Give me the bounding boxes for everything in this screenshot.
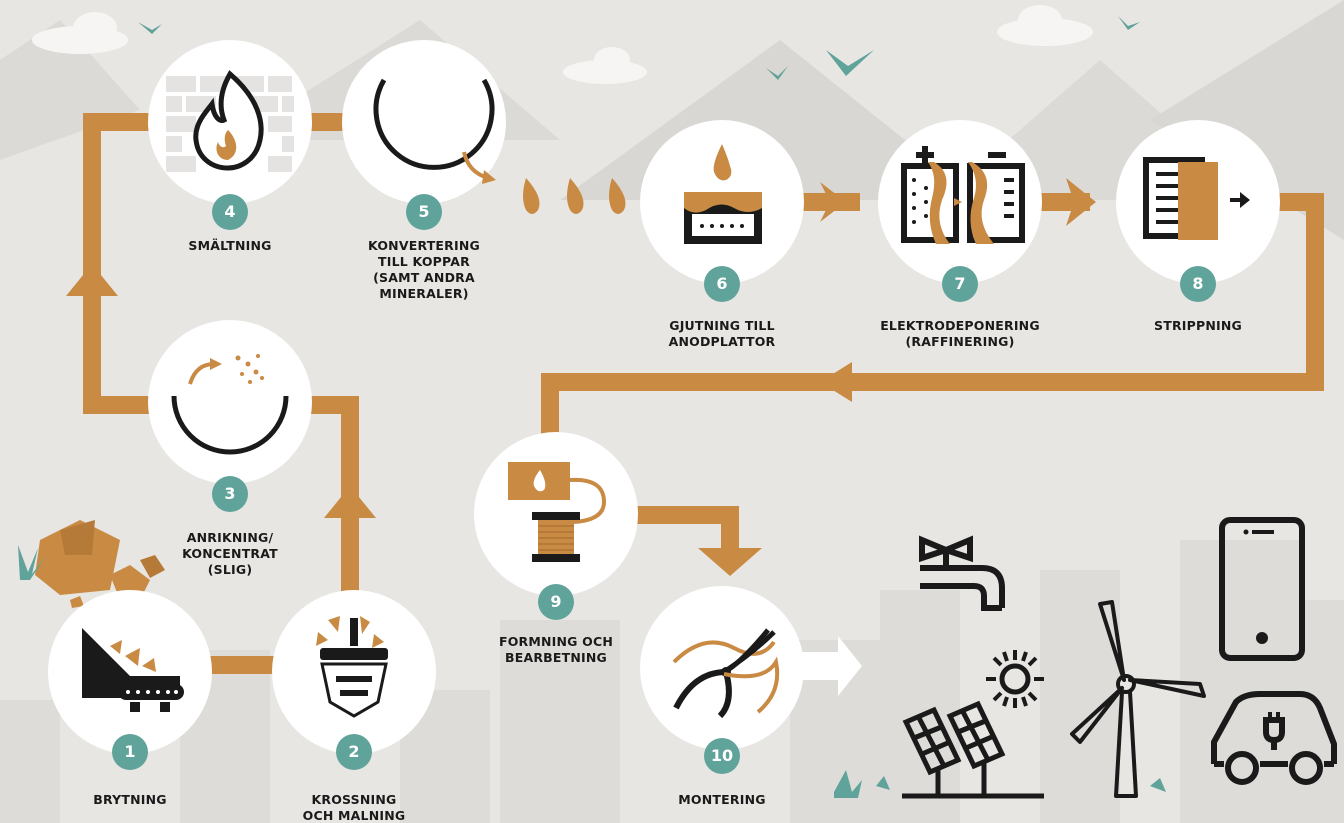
step-circle-9 xyxy=(474,432,638,596)
to-end-uses-arrow xyxy=(798,636,862,696)
step-circle-8 xyxy=(1116,120,1280,284)
step-circle-1 xyxy=(48,590,212,754)
step-label-3: ANRIKNING/ KONCENTRAT (SLIG) xyxy=(182,530,278,577)
step-number-9: 9 xyxy=(538,584,574,620)
converter-icon xyxy=(373,78,496,184)
birds xyxy=(138,16,1140,80)
step-number-4: 4 xyxy=(212,194,248,230)
step-number-5: 5 xyxy=(406,194,442,230)
crusher-icon xyxy=(316,616,388,718)
step-label-10: MONTERING xyxy=(678,792,766,807)
step-label-7: ELEKTRODEPONERING (RAFFINERING) xyxy=(880,318,1040,349)
step-circle-3 xyxy=(148,320,312,484)
step-label-8: STRIPPNING xyxy=(1154,318,1242,333)
step-circle-10 xyxy=(640,586,804,750)
flow-arrowheads xyxy=(66,178,1096,576)
casting-mold-icon xyxy=(684,144,762,244)
step-circle-7 xyxy=(878,120,1042,284)
step-label-1: BRYTNING xyxy=(93,792,167,807)
electric-car-icon xyxy=(1211,691,1337,785)
sun-icon xyxy=(986,650,1044,708)
mining-conveyor-icon xyxy=(82,628,184,712)
step-number-7: 7 xyxy=(942,266,978,302)
electrolysis-icon xyxy=(901,146,1025,244)
step-label-5: KONVERTERING TILL KOPPAR (SAMT ANDRA MIN… xyxy=(368,238,480,301)
water-tap-icon xyxy=(919,535,1005,611)
solar-panel-icon xyxy=(902,700,1044,799)
pliers-icon xyxy=(672,628,780,719)
copper-droplets xyxy=(523,178,626,214)
flame-icon xyxy=(166,70,294,172)
step-label-2: KROSSNING OCH MALNING xyxy=(302,792,406,823)
smartphone-icon xyxy=(1219,517,1305,661)
step-label-9: FORMNING OCH BEARBETNING xyxy=(498,634,614,665)
step-number-8: 8 xyxy=(1180,266,1216,302)
clouds xyxy=(32,5,1093,84)
step-number-6: 6 xyxy=(704,266,740,302)
step-circle-4 xyxy=(148,40,312,204)
wind-turbine-icon xyxy=(1070,600,1206,798)
stripping-icon xyxy=(1143,157,1250,240)
step-label-4: SMÄLTNING xyxy=(188,238,272,253)
grass-tufts xyxy=(18,545,1166,798)
step-number-1: 1 xyxy=(112,734,148,770)
step-label-6: GJUTNING TILL ANODPLATTOR xyxy=(668,318,776,349)
step-circle-5 xyxy=(342,40,506,204)
step-circle-6 xyxy=(640,120,804,284)
step-number-10: 10 xyxy=(704,738,740,774)
wire-spool-icon xyxy=(508,462,607,562)
flotation-bowl-icon xyxy=(171,354,289,455)
step-number-3: 3 xyxy=(212,476,248,512)
step-circle-2 xyxy=(272,590,436,754)
step-number-2: 2 xyxy=(336,734,372,770)
